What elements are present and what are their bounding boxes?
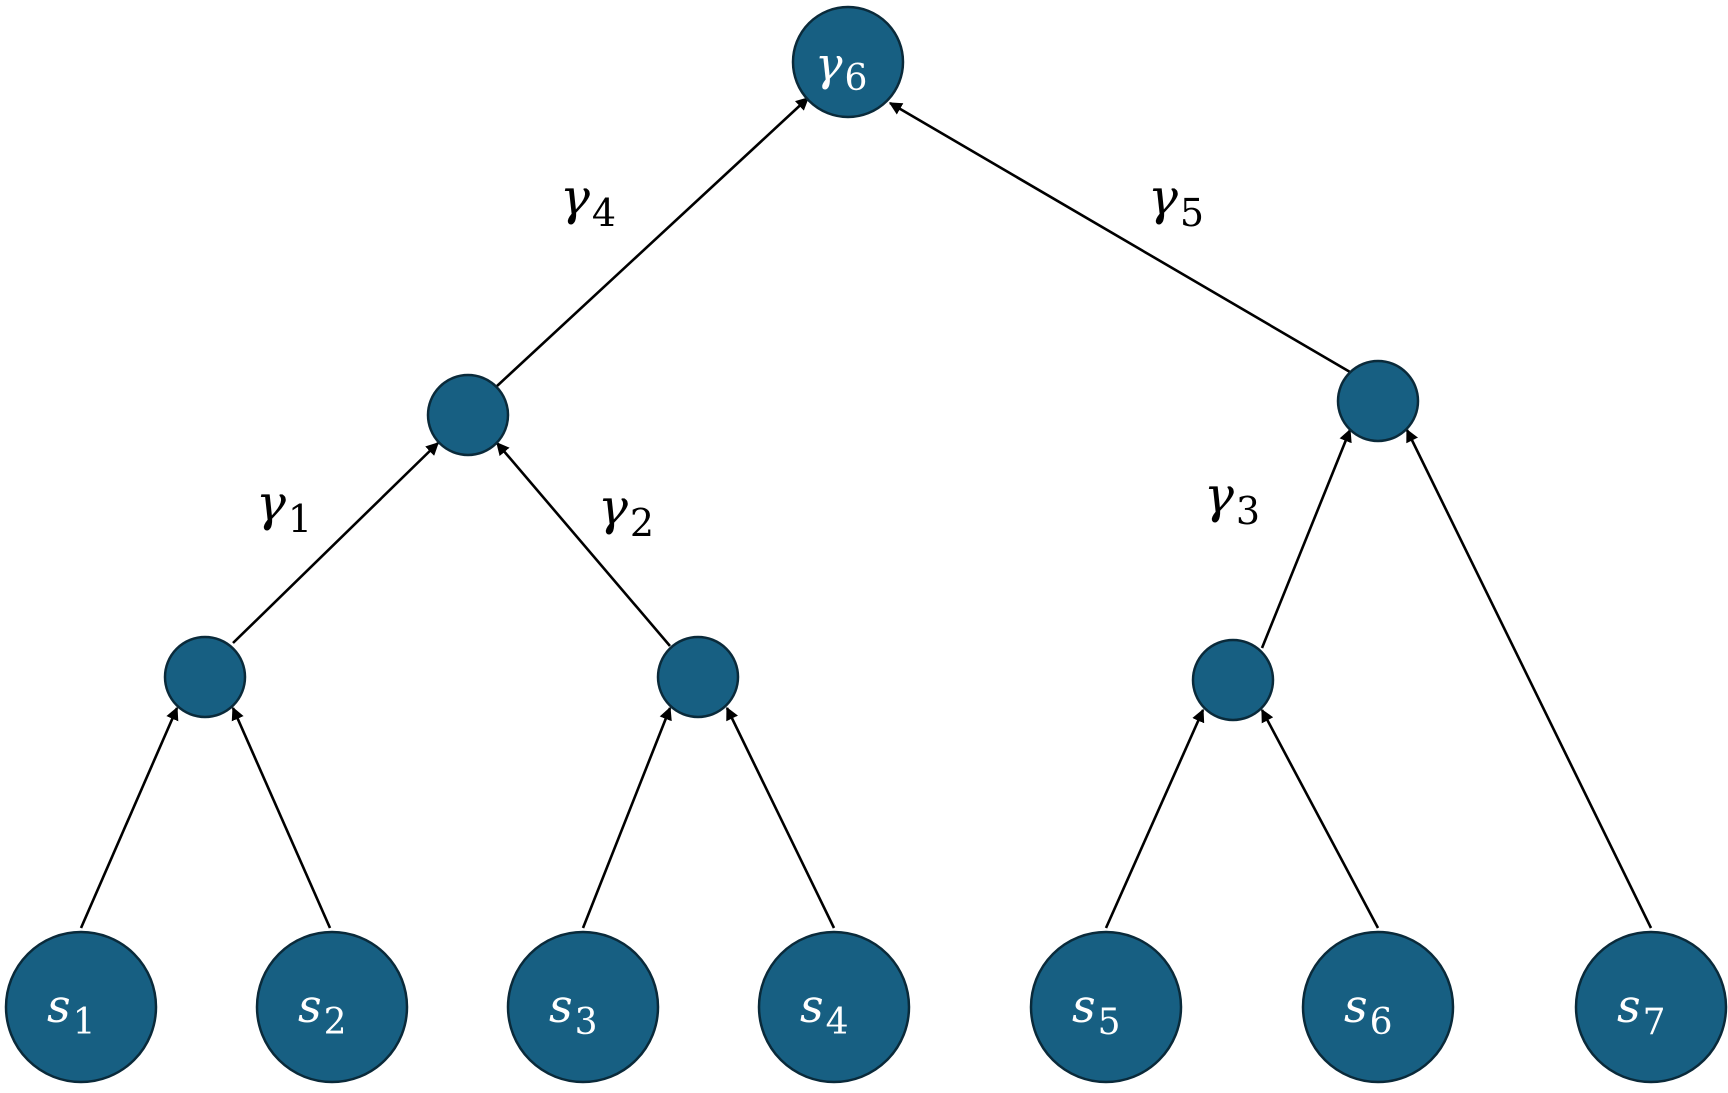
leaf-label-s7-base: s xyxy=(1617,979,1641,1033)
edge-s1-to-a xyxy=(79,706,179,929)
leaf-node-s5 xyxy=(1029,930,1183,1084)
edge-s5-to-c xyxy=(1104,708,1205,929)
internal-node-c xyxy=(1191,638,1275,722)
edge-label-gamma-3-sub: 3 xyxy=(1236,489,1260,533)
edge-b-to-d xyxy=(496,442,671,647)
edge-e-to-root xyxy=(888,101,1351,374)
leaf-label-s7: s7 xyxy=(1617,979,1666,1043)
edge-s7-to-e xyxy=(1405,428,1653,929)
edge-labels: γ1 γ2 γ3 γ4 γ5 xyxy=(256,168,1260,545)
edge-s6-to-c xyxy=(1260,708,1380,929)
internal-node-e xyxy=(1336,359,1420,443)
edge-label-gamma-1-base: γ xyxy=(256,474,286,532)
leaf-label-s2-base: s xyxy=(298,979,322,1033)
leaf-label-s6: s6 xyxy=(1344,979,1393,1043)
edge-label-gamma-5-sub: 5 xyxy=(1180,191,1204,235)
edge-s4-to-b xyxy=(725,706,836,929)
root-label-sub: 6 xyxy=(845,58,868,99)
leaf-node-s7 xyxy=(1574,930,1728,1084)
leaf-label-s3-base: s xyxy=(549,979,573,1033)
edge-d-to-root xyxy=(496,97,809,387)
root-node xyxy=(791,5,905,119)
internal-node-d xyxy=(426,373,510,457)
leaf-label-s3-sub: 3 xyxy=(575,1002,598,1043)
node-labels: γ6 s1 s2 s3 s4 s5 s6 s7 xyxy=(47,37,1666,1043)
edge-s2-to-a xyxy=(231,706,332,929)
internal-node-b xyxy=(656,635,740,719)
leaf-label-s5: s5 xyxy=(1072,979,1121,1043)
leaf-label-s4: s4 xyxy=(800,979,849,1043)
root-label: γ6 xyxy=(815,37,867,99)
leaf-label-s3: s3 xyxy=(549,979,598,1043)
edge-label-gamma-5-base: γ xyxy=(1148,168,1178,226)
edge-label-gamma-2-sub: 2 xyxy=(630,501,654,545)
leaf-label-s4-base: s xyxy=(800,979,824,1033)
leaf-label-s6-base: s xyxy=(1344,979,1368,1033)
edge-c-to-e xyxy=(1260,428,1352,649)
leaf-label-s2-sub: 2 xyxy=(324,1002,347,1043)
leaf-label-s2: s2 xyxy=(298,979,347,1043)
edge-label-gamma-3-base: γ xyxy=(1204,466,1234,524)
leaf-node-s1 xyxy=(4,930,158,1084)
edge-label-gamma-4: γ4 xyxy=(560,168,616,235)
edge-a-to-d xyxy=(232,442,439,644)
leaf-node-s4 xyxy=(757,930,911,1084)
leaf-label-s1: s1 xyxy=(47,979,96,1043)
leaf-label-s5-sub: 5 xyxy=(1098,1002,1121,1043)
leaf-label-s1-base: s xyxy=(47,979,71,1033)
edge-label-gamma-1-sub: 1 xyxy=(288,497,312,541)
leaf-label-s1-sub: 1 xyxy=(73,1002,96,1043)
nodes xyxy=(4,5,1728,1084)
edge-label-gamma-2-base: γ xyxy=(598,478,628,536)
leaf-label-s7-sub: 7 xyxy=(1643,1002,1666,1043)
edge-label-gamma-4-sub: 4 xyxy=(592,191,616,235)
leaf-node-s6 xyxy=(1301,930,1455,1084)
edge-label-gamma-5: γ5 xyxy=(1148,168,1204,235)
root-label-base: γ xyxy=(815,37,843,91)
edges xyxy=(79,97,1653,929)
leaf-node-s2 xyxy=(255,930,409,1084)
edge-label-gamma-3: γ3 xyxy=(1204,466,1260,533)
leaf-label-s4-sub: 4 xyxy=(826,1002,849,1043)
leaf-label-s5-base: s xyxy=(1072,979,1096,1033)
internal-node-a xyxy=(163,635,247,719)
edge-s3-to-b xyxy=(581,706,672,929)
edge-label-gamma-1: γ1 xyxy=(256,474,312,541)
leaf-node-s3 xyxy=(506,930,660,1084)
leaf-label-s6-sub: 6 xyxy=(1370,1002,1393,1043)
edge-label-gamma-4-base: γ xyxy=(560,168,590,226)
edge-label-gamma-2: γ2 xyxy=(598,478,654,545)
